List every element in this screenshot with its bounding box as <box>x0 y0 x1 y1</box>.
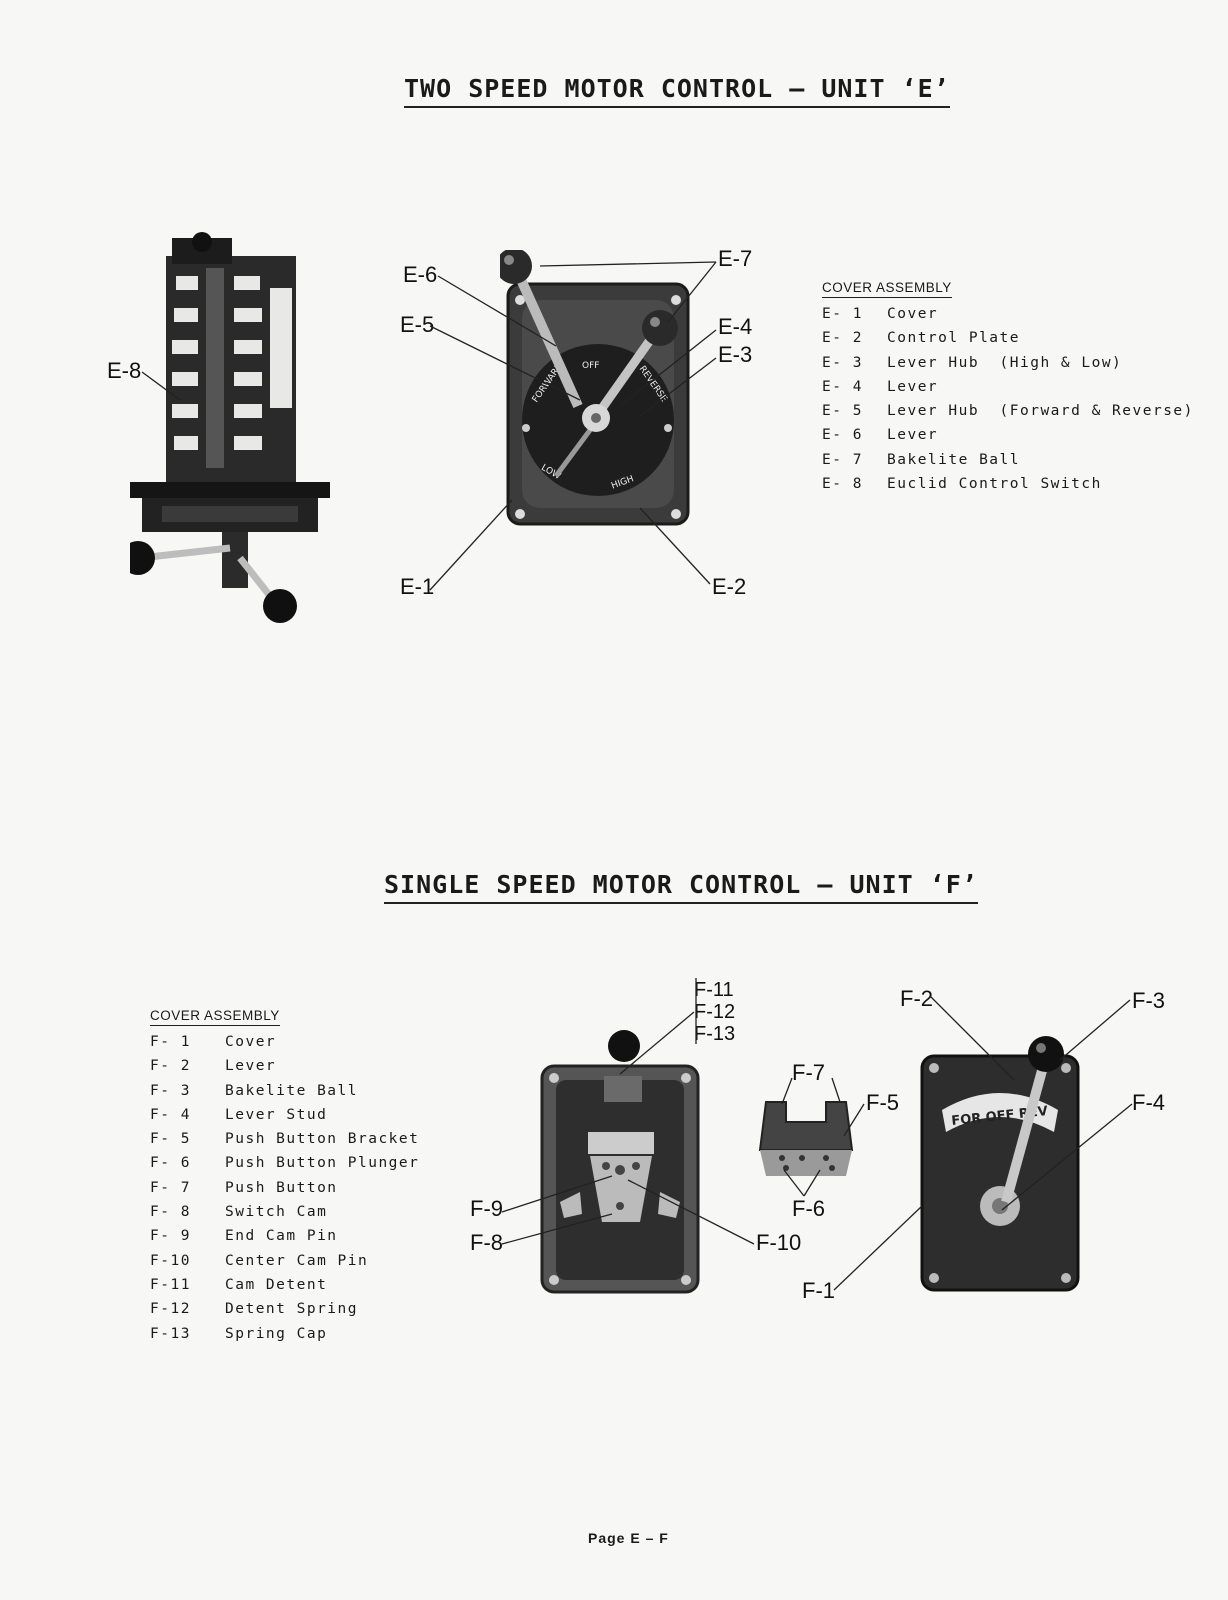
part-code: F- 2 <box>150 1058 191 1075</box>
callout-f4: F-4 <box>1132 1090 1165 1115</box>
single-speed-cover-exterior-photo: FOR OFF REV <box>920 1036 1080 1292</box>
callout-e5: E-5 <box>400 312 435 337</box>
legend-row: F- 2 Lever <box>150 1058 419 1082</box>
single-speed-cover-interior-photo <box>540 1030 700 1294</box>
unit-f-legend: COVER ASSEMBLY F- 1 Cover F- 2 Lever F- 3 Bak… <box>150 1008 419 1350</box>
legend-row: F- 5 Push Button Bracket <box>150 1131 419 1155</box>
callout-e6: E-6 <box>403 262 438 287</box>
legend-row: E- 1 Cover <box>822 306 1194 330</box>
callout-e7: E-7 <box>718 246 753 271</box>
dial-off-label: OFF <box>582 361 599 371</box>
callout-e2: E-2 <box>712 574 747 599</box>
unit-e-title: TWO SPEED MOTOR CONTROL – UNIT ‘E’ <box>404 74 950 108</box>
part-code: E- 3 <box>822 354 863 371</box>
part-code: F- 1 <box>150 1034 191 1050</box>
part-code: E- 8 <box>822 476 863 493</box>
callout-f6: F-6 <box>792 1196 825 1221</box>
part-description: Push Button Plunger <box>225 1155 420 1172</box>
part-description: Center Cam Pin <box>225 1252 369 1269</box>
part-description: Lever <box>887 427 939 444</box>
callout-f7: F-7 <box>792 1060 825 1085</box>
part-code: F-10 <box>150 1252 191 1269</box>
part-code: F- 5 <box>150 1131 191 1148</box>
callout-e3: E-3 <box>718 342 753 367</box>
unit-e-legend-title: COVER ASSEMBLY <box>822 280 952 298</box>
callout-f8: F-8 <box>470 1230 503 1255</box>
part-description: Lever <box>225 1058 277 1075</box>
callout-e8: E-8 <box>107 358 142 383</box>
callout-e4: E-4 <box>718 314 753 339</box>
part-code: E- 2 <box>822 330 863 347</box>
part-description: Lever <box>887 378 939 395</box>
part-description: Control Plate <box>887 330 1020 347</box>
part-code: F- 6 <box>150 1155 191 1172</box>
page-number: Page E – F <box>588 1530 669 1546</box>
part-code: F-12 <box>150 1301 191 1318</box>
part-description: Push Button <box>225 1179 338 1196</box>
callout-f3: F-3 <box>1132 988 1165 1013</box>
part-code: E- 4 <box>822 378 863 395</box>
legend-row: F- 7 Push Button <box>150 1180 419 1204</box>
legend-row: F-12 Detent Spring <box>150 1301 419 1325</box>
euclid-control-switch-photo <box>130 232 330 623</box>
callout-f11: F-11 <box>694 979 734 1001</box>
part-description: Detent Spring <box>225 1301 358 1318</box>
legend-row: E- 3 Lever Hub (High & Low) <box>822 355 1194 379</box>
part-code: F- 4 <box>150 1106 191 1123</box>
legend-row: E- 4 Lever <box>822 379 1194 403</box>
legend-row: F- 1 Cover <box>150 1034 419 1058</box>
part-description: Bakelite Ball <box>225 1082 358 1099</box>
legend-row: F- 6 Push Button Plunger <box>150 1155 419 1179</box>
legend-row: E- 2 Control Plate <box>822 330 1194 354</box>
part-description: Push Button Bracket <box>225 1131 420 1148</box>
part-code: F- 8 <box>150 1204 191 1221</box>
part-description: Spring Cap <box>225 1325 328 1342</box>
callout-f13: F-13 <box>694 1023 736 1045</box>
callout-e1: E-1 <box>400 574 435 599</box>
part-code: F-13 <box>150 1325 191 1342</box>
part-code: F- 7 <box>150 1179 191 1196</box>
part-code: E- 5 <box>822 403 863 420</box>
two-speed-cover-photo: FORWARD OFF REVERSE LOW HIGH <box>500 250 690 526</box>
unit-f-title: SINGLE SPEED MOTOR CONTROL – UNIT ‘F’ <box>384 870 978 904</box>
legend-row: F- 3 Bakelite Ball <box>150 1083 419 1107</box>
part-code: E- 6 <box>822 427 863 444</box>
part-description: Lever Hub (High & Low) <box>887 354 1123 371</box>
callout-f5: F-5 <box>866 1090 899 1115</box>
part-description: End Cam Pin <box>225 1228 338 1245</box>
unit-e-legend: COVER ASSEMBLY E- 1 Cover E- 2 Control Plat… <box>822 280 1194 500</box>
part-code: F-11 <box>150 1276 191 1293</box>
legend-row: F-10 Center Cam Pin <box>150 1253 419 1277</box>
part-code: E- 7 <box>822 451 863 468</box>
legend-row: F-13 Spring Cap <box>150 1326 419 1350</box>
part-description: Euclid Control Switch <box>887 476 1102 493</box>
part-code: F- 3 <box>150 1082 191 1099</box>
part-description: Switch Cam <box>225 1204 328 1221</box>
part-description: Bakelite Ball <box>887 451 1020 468</box>
callout-f2: F-2 <box>900 986 933 1011</box>
part-description: Cover <box>887 306 939 322</box>
callout-f12: F-12 <box>694 1001 736 1023</box>
part-code: E- 1 <box>822 306 863 322</box>
part-code: F- 9 <box>150 1228 191 1245</box>
push-button-bracket-photo <box>758 1101 854 1176</box>
legend-row: F- 9 End Cam Pin <box>150 1228 419 1252</box>
legend-row: E- 5 Lever Hub (Forward & Reverse) <box>822 403 1194 427</box>
part-description: Cover <box>225 1034 277 1050</box>
legend-row: E- 7 Bakelite Ball <box>822 452 1194 476</box>
unit-f-legend-title: COVER ASSEMBLY <box>150 1008 280 1026</box>
legend-row: E- 6 Lever <box>822 427 1194 451</box>
legend-row: F- 4 Lever Stud <box>150 1107 419 1131</box>
legend-row: E- 8 Euclid Control Switch <box>822 476 1194 500</box>
callout-f9: F-9 <box>470 1196 503 1221</box>
part-description: Lever Hub (Forward & Reverse) <box>887 403 1194 420</box>
legend-row: F-11 Cam Detent <box>150 1277 419 1301</box>
callout-f1: F-1 <box>802 1278 835 1303</box>
part-description: Lever Stud <box>225 1106 328 1123</box>
part-description: Cam Detent <box>225 1276 328 1293</box>
legend-row: F- 8 Switch Cam <box>150 1204 419 1228</box>
callout-f10: F-10 <box>756 1230 802 1255</box>
